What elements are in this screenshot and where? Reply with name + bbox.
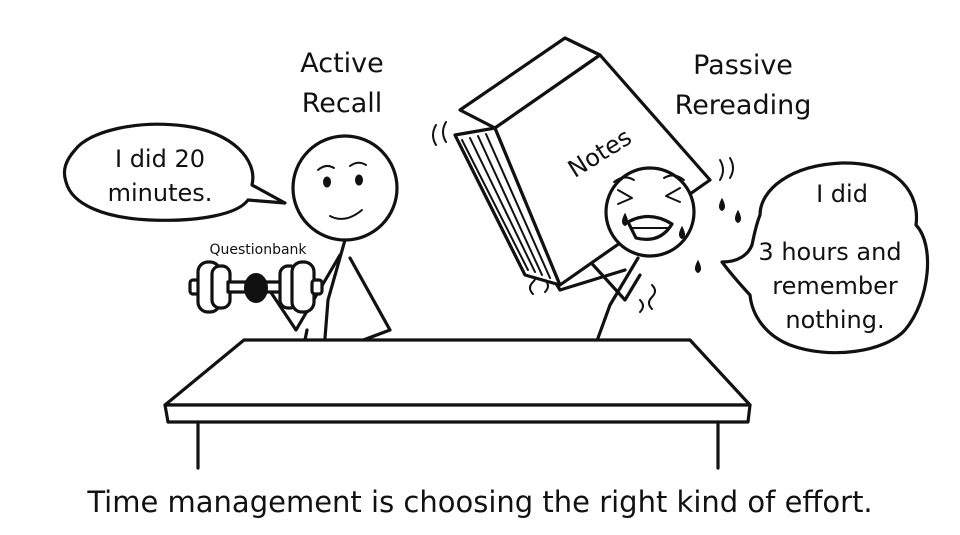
passive-rereading-label-line2: Rereading bbox=[675, 90, 812, 121]
right-bubble-text-line4: nothing. bbox=[785, 306, 884, 334]
active-recall-figure bbox=[266, 134, 399, 357]
dumbbell-icon bbox=[188, 260, 324, 314]
active-recall-label-line2: Recall bbox=[302, 88, 383, 119]
stress-marks bbox=[432, 121, 741, 274]
happy-head bbox=[291, 134, 399, 242]
passive-rereading-label-line1: Passive bbox=[693, 50, 793, 81]
table bbox=[163, 338, 752, 470]
dumbbell-label: Questionbank bbox=[209, 242, 307, 258]
caption: Time management is choosing the right ki… bbox=[86, 485, 872, 519]
left-speech-bubble: I did 20 minutes. bbox=[62, 122, 287, 222]
left-bubble-text-line2: minutes. bbox=[108, 179, 213, 207]
left-bubble-text-line1: I did 20 bbox=[115, 145, 205, 173]
notes-book-icon: Notes bbox=[453, 36, 712, 287]
stressed-head bbox=[604, 166, 696, 258]
active-recall-label-line1: Active bbox=[300, 48, 384, 79]
right-speech-bubble: I did 3 hours and remember nothing. bbox=[720, 161, 930, 355]
right-bubble-text-line3: remember bbox=[772, 272, 898, 300]
right-bubble-text-line2: 3 hours and bbox=[758, 238, 901, 266]
right-bubble-text-line1: I did bbox=[816, 180, 868, 208]
